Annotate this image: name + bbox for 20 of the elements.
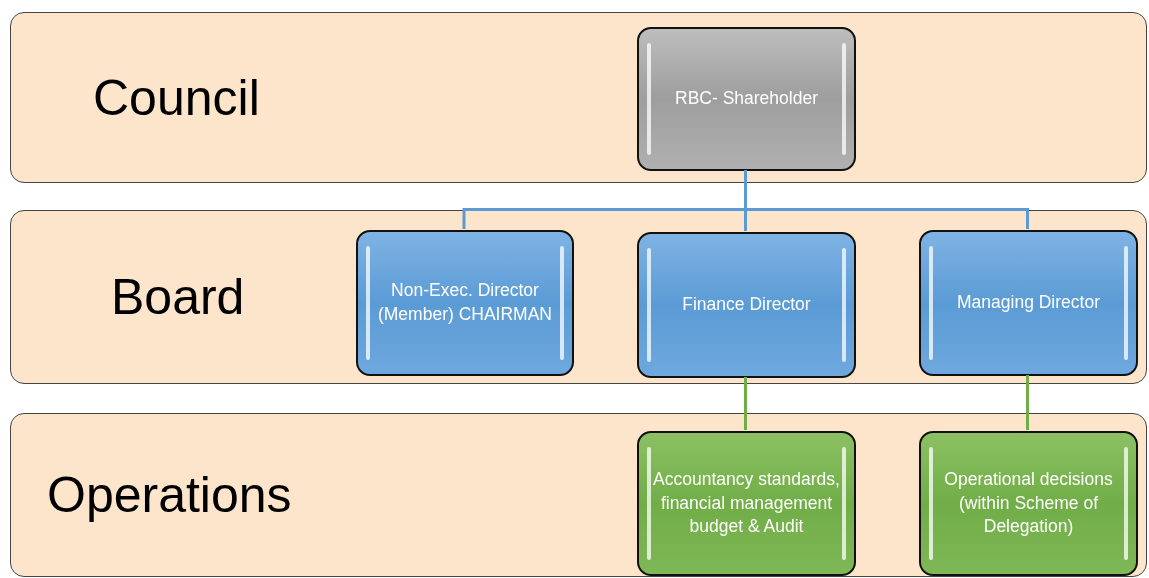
tier-band — [10, 413, 1147, 577]
role-label: Accountancy standards, financial management budget & Audit — [652, 468, 841, 539]
role-box — [637, 232, 856, 378]
tier-label: Operations — [47, 466, 292, 525]
tier-label: Board — [111, 268, 245, 327]
role-box — [356, 230, 574, 376]
role-label: Non-Exec. Director (Member) CHAIRMAN — [376, 279, 553, 326]
responsibility-box — [919, 431, 1138, 576]
responsibility-box — [637, 431, 856, 576]
connector-line — [1026, 375, 1029, 430]
connector-line — [744, 377, 747, 430]
tier-band — [10, 210, 1147, 384]
tier-band — [10, 12, 1147, 183]
role-label: RBC- Shareholder — [675, 87, 818, 111]
role-box — [637, 27, 856, 171]
role-box — [919, 230, 1138, 376]
role-label: Finance Director — [682, 293, 811, 317]
role-label: Managing Director — [957, 291, 1100, 315]
tier-label: Council — [93, 68, 260, 128]
role-label: Operational decisions (within Scheme of Delegation) — [943, 468, 1114, 539]
